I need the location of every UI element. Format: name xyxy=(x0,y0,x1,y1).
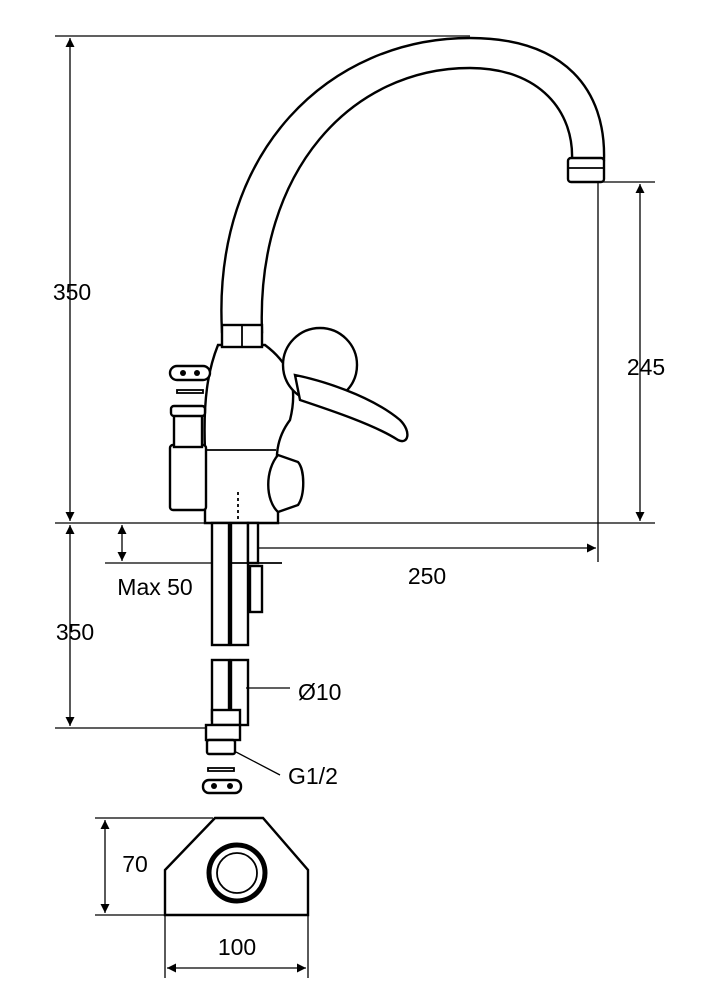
thread-leader xyxy=(235,751,281,776)
gasket-top xyxy=(168,364,212,382)
base-hole xyxy=(206,842,268,904)
dimension-base-depth xyxy=(95,817,213,916)
label-base-depth: 70 xyxy=(122,851,148,877)
side-outlet xyxy=(168,443,208,512)
label-hose-length: 350 xyxy=(56,619,94,645)
washer-top xyxy=(176,389,204,394)
label-spout-height: 245 xyxy=(627,354,665,380)
label-total-height: 350 xyxy=(53,279,91,305)
label-spout-reach: 250 xyxy=(408,563,446,589)
dimension-spout-height xyxy=(580,181,655,521)
spout xyxy=(220,36,606,334)
label-thread: G1/2 xyxy=(288,763,338,789)
label-hose-diameter: Ø10 xyxy=(298,679,341,705)
side-knob xyxy=(267,453,305,514)
washer-bottom xyxy=(207,767,235,772)
dimension-total-height xyxy=(55,35,470,521)
dimension-base-width xyxy=(164,915,309,978)
label-base-width: 100 xyxy=(218,934,256,960)
supply-hoses xyxy=(204,521,282,756)
side-outlet-stem xyxy=(172,410,204,449)
dimension-max-thickness xyxy=(105,525,212,564)
spout-nozzle xyxy=(566,156,606,184)
dimension-hose-length xyxy=(55,525,210,729)
gasket-bottom xyxy=(201,778,243,795)
label-max-thickness: Max 50 xyxy=(117,574,192,600)
lever-handle[interactable] xyxy=(293,373,409,443)
